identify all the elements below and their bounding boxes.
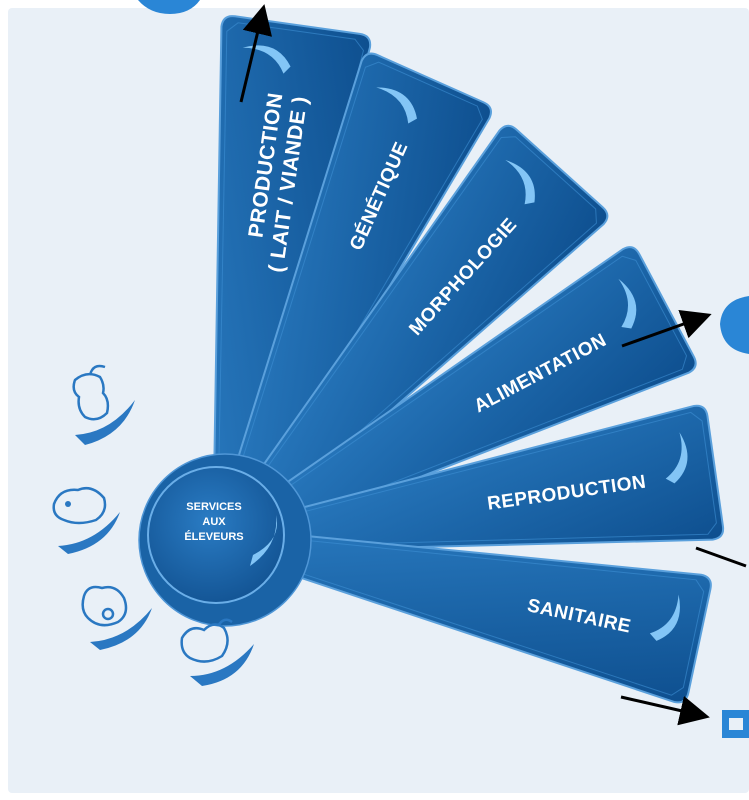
cropped-top-shape <box>138 0 200 14</box>
blade-shape <box>221 527 712 704</box>
blade-reproduction: REPRODUCTION <box>222 404 725 553</box>
arrow-production <box>239 4 273 103</box>
swoosh-icon <box>618 278 637 329</box>
cropped-edge-shapes <box>138 0 749 738</box>
sheep-icon <box>52 487 120 554</box>
goat-icon <box>72 364 135 445</box>
pig-icon <box>81 585 152 650</box>
swoosh-icon <box>505 159 535 205</box>
pointer-arrows <box>239 4 747 726</box>
swoosh-icon <box>665 432 688 484</box>
hub-label-line-1: SERVICES <box>186 501 241 513</box>
blade-shape <box>212 52 492 547</box>
cropped-right-circle <box>720 296 749 354</box>
blade-shape <box>214 124 609 550</box>
hub-label-line-3: ÉLEVEURS <box>184 530 243 543</box>
hub-rosette: SERVICES AUX ÉLEVEURS <box>138 453 312 627</box>
blade-shape <box>222 404 725 553</box>
swoosh-icon <box>376 87 417 124</box>
hub-circle <box>147 466 285 604</box>
arrow-reproduction <box>695 546 747 568</box>
animal-icons <box>52 364 254 686</box>
blade-genetique: GÉNÉTIQUE <box>212 52 492 547</box>
rooster-icon <box>180 618 254 686</box>
arrow-alimentation <box>621 309 712 348</box>
hub-swoosh-icon <box>250 515 278 566</box>
blade-alimentation: ALIMENTATION <box>218 246 697 552</box>
blade-shape <box>218 246 697 552</box>
swoosh-icon <box>649 594 680 641</box>
arrow-sanitaire <box>620 695 710 726</box>
swoosh-icon <box>242 45 291 74</box>
hub-label-line-2: AUX <box>202 516 226 528</box>
service-blades: PRODUCTION( LAIT / VIANDE )GÉNÉTIQUEMORP… <box>212 15 725 704</box>
blade-sanitaire: SANITAIRE <box>221 527 712 704</box>
